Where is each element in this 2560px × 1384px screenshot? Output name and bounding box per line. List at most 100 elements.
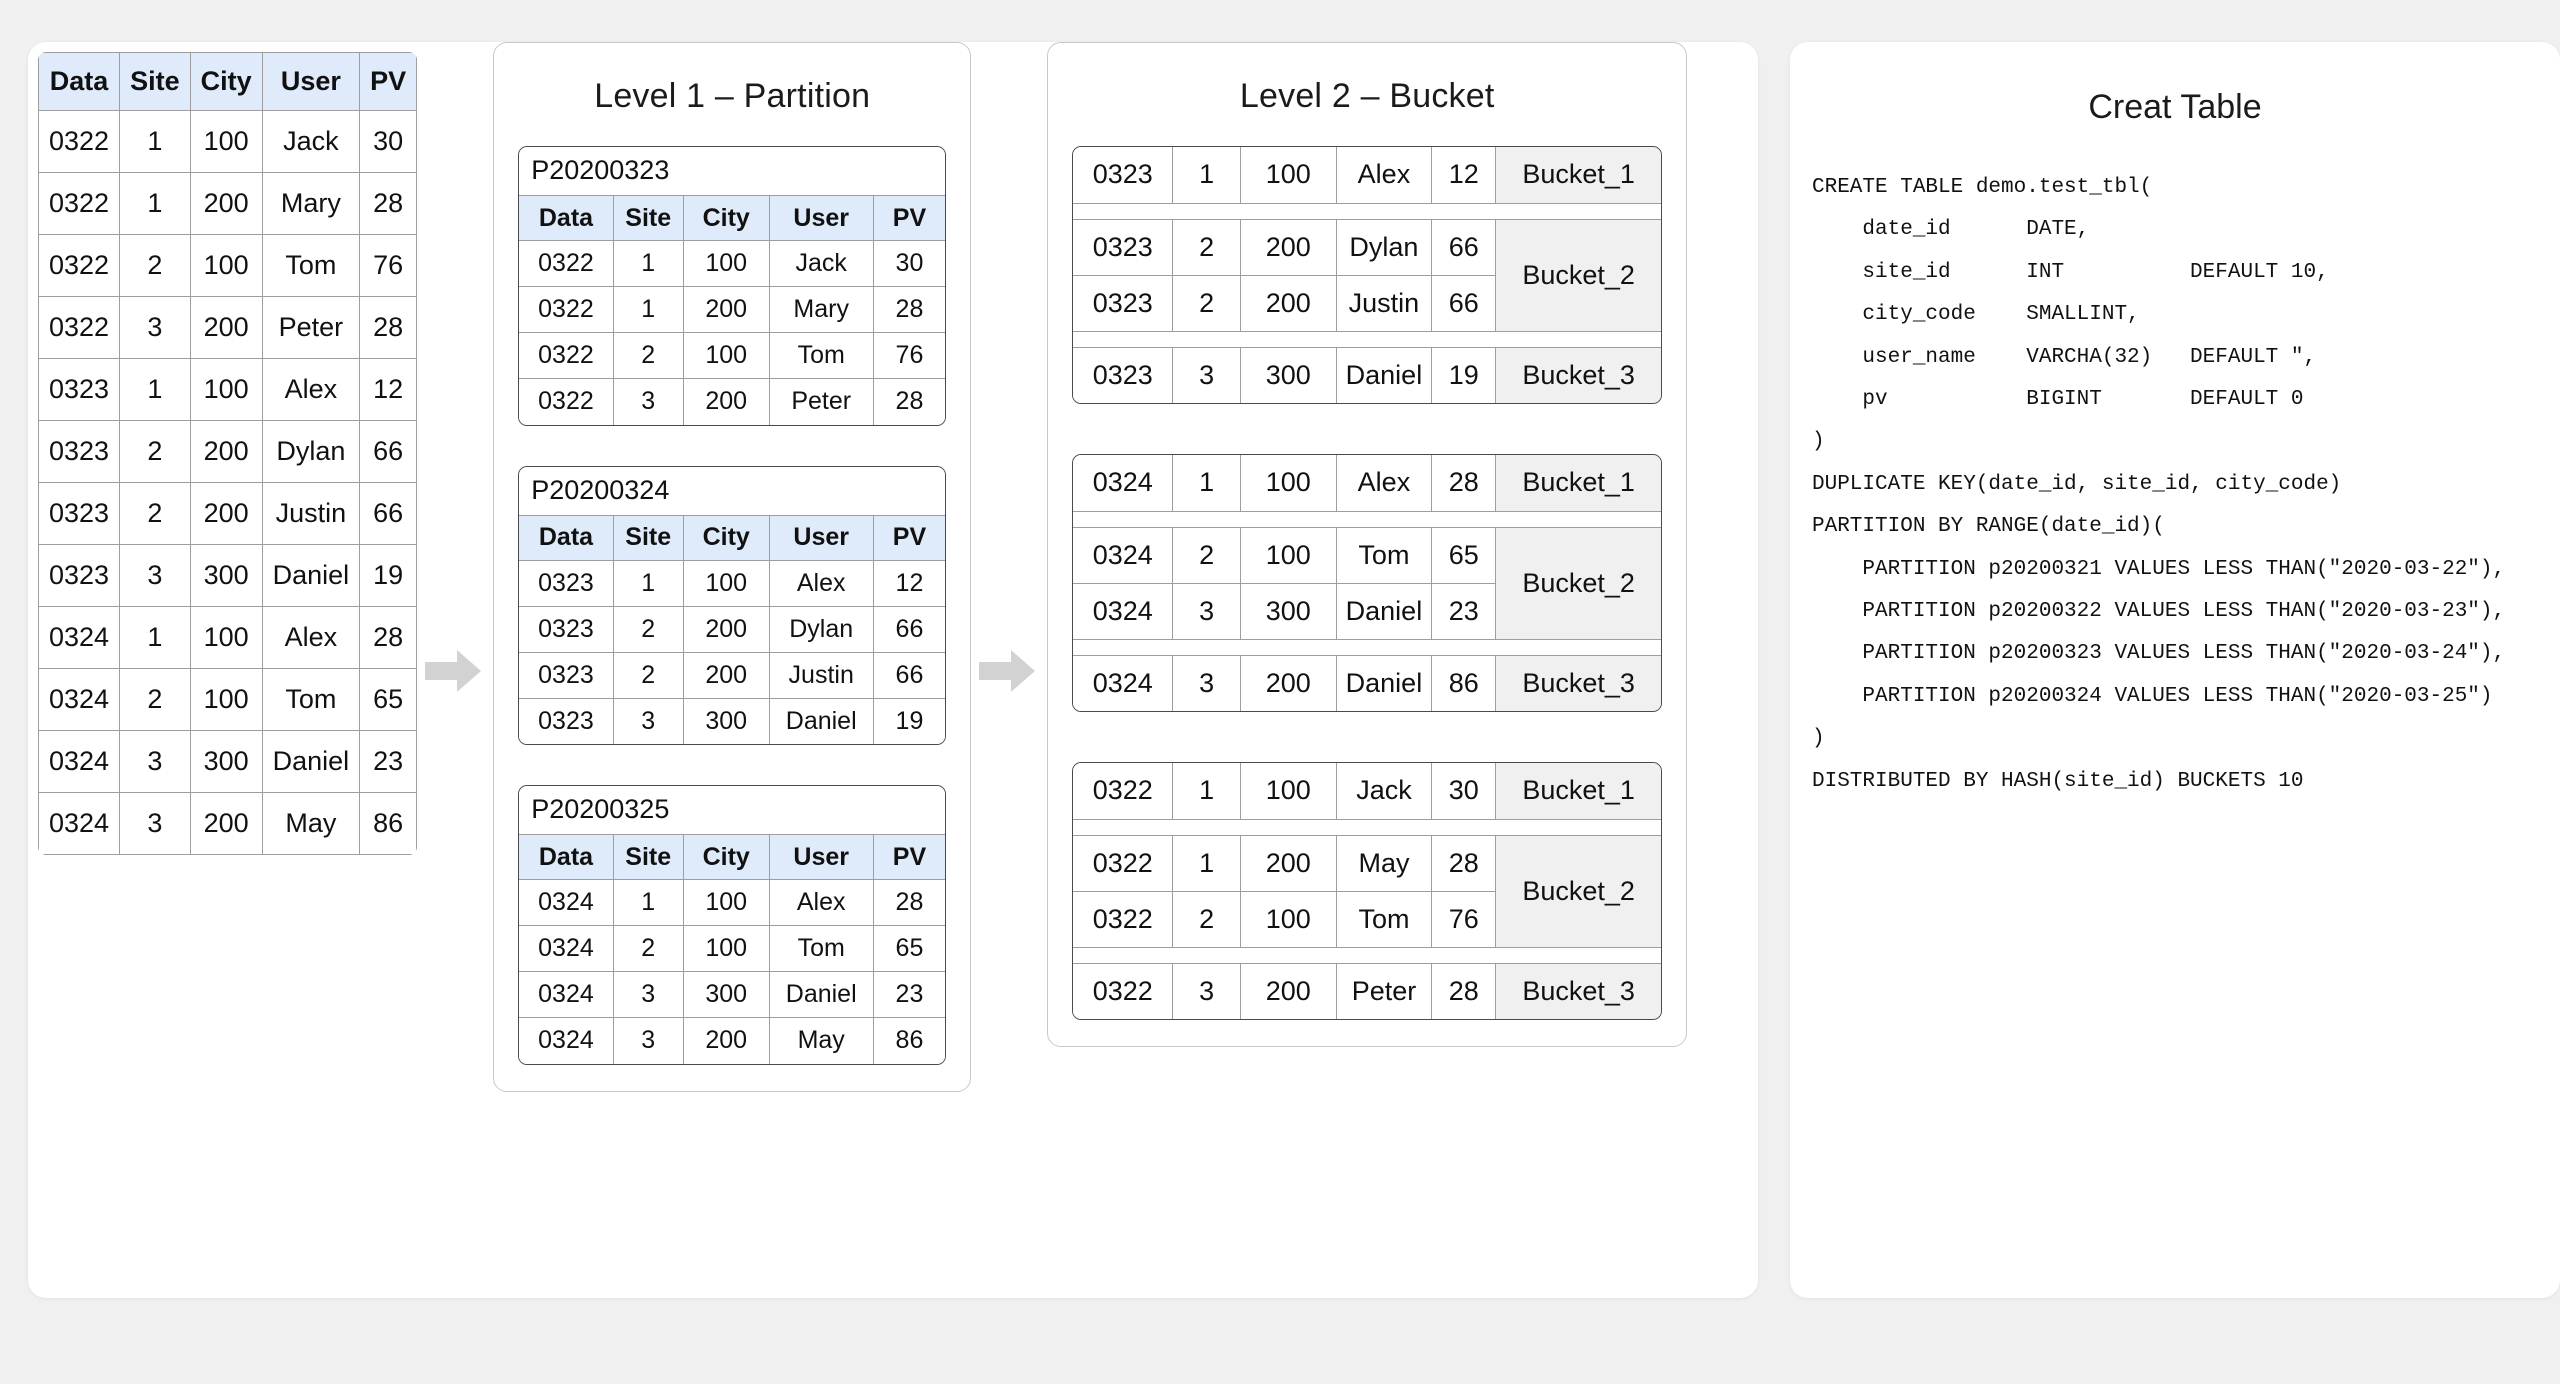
table-cell: 200: [189, 172, 263, 235]
bucket-label: Bucket_1: [1495, 147, 1662, 204]
bucket-label: Bucket_3: [1495, 654, 1662, 711]
table-cell: Jack: [769, 240, 874, 287]
table-cell: 100: [1239, 526, 1337, 584]
bucket-separator: [1073, 818, 1662, 836]
table-cell: 0324: [38, 730, 121, 793]
table-cell: Dylan: [261, 420, 361, 483]
table-cell: 76: [1431, 890, 1496, 948]
table-cell: 3: [613, 697, 684, 744]
table-cell: 0322: [38, 234, 121, 297]
table-cell: Alex: [769, 559, 874, 607]
table-cell: 66: [873, 605, 946, 653]
table-cell: Tom: [261, 668, 361, 731]
create-table-sql: CREATE TABLE demo.test_tbl( date_id DATE…: [1812, 176, 2506, 793]
table-cell: 200: [1239, 654, 1337, 711]
table-cell: 0322: [519, 240, 614, 287]
table-cell: 0322: [1073, 890, 1174, 948]
column-header-user: User: [769, 834, 874, 880]
table-cell: 3: [119, 296, 191, 359]
table-cell: Daniel: [1335, 582, 1433, 640]
table-cell: 200: [1239, 274, 1337, 332]
table-cell: 100: [1239, 763, 1337, 820]
bucket-label: Bucket_3: [1495, 962, 1662, 1019]
table-cell: 0324: [1073, 582, 1174, 640]
table-cell: 2: [119, 234, 191, 297]
table-cell: 100: [1239, 147, 1337, 204]
table-cell: Justin: [769, 651, 874, 699]
table-cell: 0322: [519, 332, 614, 379]
table-cell: 0322: [1073, 962, 1174, 1019]
table-cell: 0322: [1073, 834, 1174, 892]
table-cell: 100: [189, 668, 263, 731]
table-cell: 100: [683, 925, 770, 972]
column-header-city: City: [189, 52, 263, 111]
column-header-site: Site: [119, 52, 191, 111]
table-cell: Alex: [261, 358, 361, 421]
table-cell: 12: [359, 358, 418, 421]
table-cell: 0324: [38, 606, 121, 669]
table-cell: 2: [1172, 218, 1241, 276]
table-cell: May: [1335, 834, 1433, 892]
column-header-city: City: [683, 195, 770, 241]
column-header-data: Data: [519, 195, 614, 241]
table-cell: 0322: [38, 172, 121, 235]
table-cell: 0323: [38, 358, 121, 421]
table-cell: 0323: [519, 697, 614, 744]
table-cell: 1: [119, 110, 191, 173]
table-cell: 0323: [1073, 218, 1174, 276]
table-cell: 100: [1239, 455, 1337, 512]
arrow-right-icon-1: [425, 650, 485, 692]
table-cell: 28: [359, 606, 418, 669]
table-cell: 200: [683, 605, 770, 653]
table-cell: Jack: [261, 110, 361, 173]
table-cell: 100: [1239, 890, 1337, 948]
table-cell: 200: [1239, 962, 1337, 1019]
table-cell: Daniel: [261, 544, 361, 607]
table-cell: 200: [189, 296, 263, 359]
table-cell: 0324: [38, 668, 121, 731]
create-table-panel: Creat Table CREATE TABLE demo.test_tbl( …: [1790, 42, 2560, 1298]
bucket-separator: [1073, 202, 1662, 220]
table-cell: Peter: [261, 296, 361, 359]
table-cell: 200: [683, 378, 770, 425]
table-cell: 100: [189, 110, 263, 173]
table-cell: 0323: [1073, 274, 1174, 332]
table-cell: Tom: [1335, 890, 1433, 948]
column-header-user: User: [261, 52, 361, 111]
table-cell: Alex: [769, 879, 874, 926]
table-cell: Justin: [261, 482, 361, 545]
bucket-separator: [1073, 510, 1662, 528]
create-table-title: Creat Table: [2088, 88, 2262, 126]
table-cell: 100: [189, 358, 263, 421]
table-cell: Jack: [1335, 763, 1433, 820]
column-header-pv: PV: [873, 514, 946, 561]
table-cell: 1: [1172, 147, 1241, 204]
table-cell: 300: [1239, 582, 1337, 640]
bucket-separator: [1073, 638, 1662, 656]
table-cell: 200: [683, 1017, 770, 1064]
bucket-label: Bucket_3: [1495, 346, 1662, 403]
table-cell: 200: [189, 420, 263, 483]
table-cell: Daniel: [769, 697, 874, 744]
table-cell: 66: [359, 420, 418, 483]
table-cell: 300: [1239, 346, 1337, 403]
table-cell: 1: [613, 240, 684, 287]
